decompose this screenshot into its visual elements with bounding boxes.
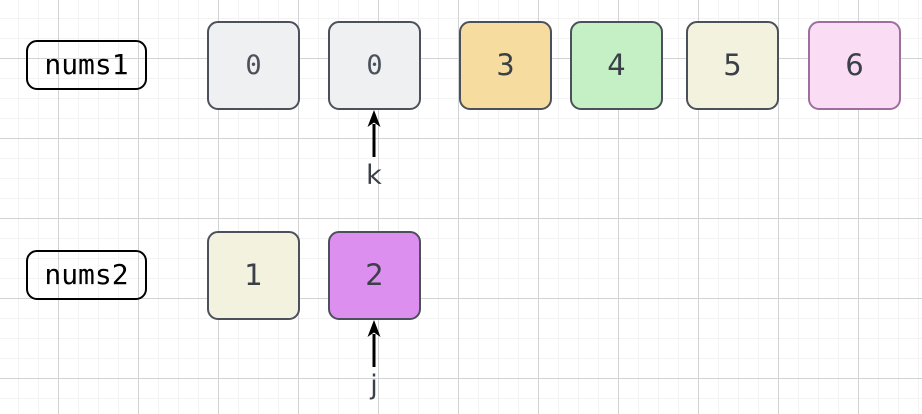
array-cell: 6 [808,21,901,110]
array-cell: 3 [459,21,552,110]
array-cell-value: 0 [366,50,383,81]
array-label-nums2: nums2 [26,250,147,300]
array-cell: 2 [328,231,421,320]
array-label-text: nums1 [44,48,129,81]
array-cell-value: 2 [365,258,384,292]
pointer-arrow-k [363,110,385,157]
array-cell: 1 [207,231,300,320]
array-cell-value: 3 [496,48,515,82]
array-cell-value: 5 [723,48,742,82]
array-cell-value: 4 [607,48,626,82]
array-cell-value: 6 [845,48,864,82]
array-cell: 0 [328,21,421,110]
array-cell: 4 [570,21,663,110]
array-cell: 0 [207,21,300,110]
pointer-label-k: k [366,160,382,191]
pointer-arrow-j [363,320,385,367]
array-cell: 5 [686,21,779,110]
array-label-text: nums2 [44,258,129,291]
array-cell-value: 1 [244,258,263,292]
pointer-label-j: j [370,370,378,401]
array-cell-value: 0 [245,50,262,81]
array-label-nums1: nums1 [26,40,147,90]
